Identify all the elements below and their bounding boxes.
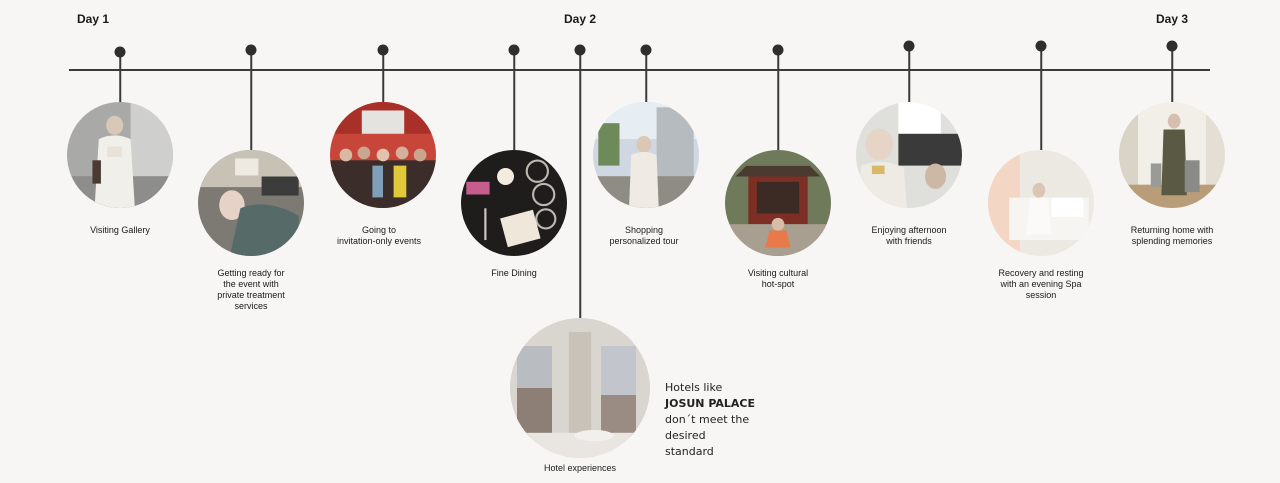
timeline-dot — [114, 46, 126, 58]
cultural-photo — [725, 150, 831, 256]
treatment-photo — [198, 150, 304, 256]
hotel-note-line: standard — [665, 445, 714, 458]
returning-photo — [1119, 102, 1225, 208]
gallery-photo — [67, 102, 173, 208]
timeline-dot — [377, 44, 389, 56]
stem — [513, 50, 515, 150]
timeline-dot — [903, 40, 915, 52]
timeline-dot — [1166, 40, 1178, 52]
event-label-cultural-hotspot: Visiting cultural hot-spot — [747, 268, 809, 289]
stem — [119, 52, 121, 102]
timeline-dot — [245, 44, 257, 56]
event-label-shopping-tour: Shopping personalized tour — [609, 225, 679, 246]
stem — [1171, 46, 1173, 102]
event-label-afternoon-friends: Enjoying afternoon with friends — [871, 225, 947, 246]
event-label-visiting-gallery: Visiting Gallery — [90, 225, 150, 235]
event-label-fine-dining: Fine Dining — [491, 268, 537, 278]
hotel-name: JOSUN PALACE — [665, 397, 756, 410]
hotel-photo — [510, 318, 650, 458]
events-photo — [330, 102, 436, 208]
timeline-dot — [508, 44, 520, 56]
event-label-hotel-experiences: Hotel experiences — [543, 463, 617, 473]
hotel-note: Hotels like JOSUN PALACE don´t meet the … — [665, 380, 755, 460]
timeline-dot — [574, 44, 586, 56]
stem — [579, 50, 581, 318]
friends-photo — [856, 102, 962, 208]
timeline-dot — [772, 44, 784, 56]
stem — [645, 50, 647, 102]
hotel-note-line: don´t meet the — [665, 413, 750, 426]
stem — [777, 50, 779, 150]
event-label-getting-ready: Getting ready for the event with private… — [217, 268, 285, 311]
day-2-label: Day 2 — [563, 12, 597, 26]
spa-photo — [988, 150, 1094, 256]
day-3-label: Day 3 — [1155, 12, 1189, 26]
day-1-label: Day 1 — [76, 12, 110, 26]
shopping-photo — [593, 102, 699, 208]
stem — [250, 50, 252, 150]
stem — [908, 46, 910, 102]
timeline-axis — [69, 69, 1210, 71]
dining-photo — [461, 150, 567, 256]
stem — [1040, 46, 1042, 150]
event-label-invitation-events: Going to invitation-only events — [336, 225, 422, 246]
hotel-note-line: Hotels like — [665, 381, 723, 394]
stem — [382, 50, 384, 102]
hotel-note-line: desired — [665, 429, 706, 442]
event-label-spa-session: Recovery and resting with an evening Spa… — [998, 268, 1084, 300]
timeline-dot — [640, 44, 652, 56]
timeline-dot — [1035, 40, 1047, 52]
event-label-returning-home: Returning home with splending memories — [1130, 225, 1214, 246]
